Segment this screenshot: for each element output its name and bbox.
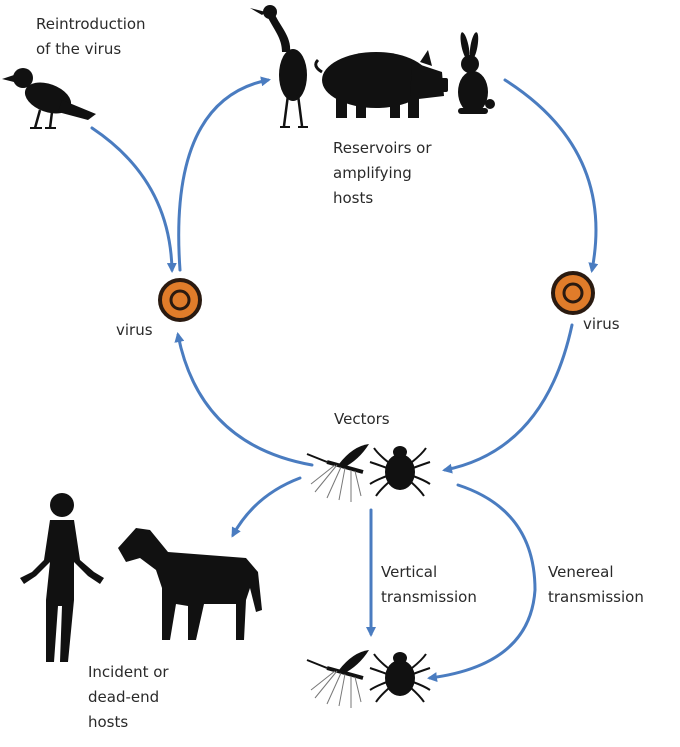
label-reintroduction: Reintroduction of the virus (36, 12, 146, 62)
label-vertical: Vertical transmission (381, 560, 477, 610)
heron-icon (250, 5, 308, 128)
label-virus-left: virus (116, 318, 153, 343)
mosquito-icon (306, 650, 369, 708)
label-vectors: Vectors (334, 407, 390, 432)
label-incident-line2: dead-end (88, 688, 160, 706)
tick-icon (369, 446, 431, 497)
label-vectors-text: Vectors (334, 410, 390, 428)
label-venereal-line1: Venereal (548, 563, 614, 581)
label-virus-right: virus (583, 312, 620, 337)
label-reservoirs-line3: hosts (333, 189, 374, 207)
label-vertical-line1: Vertical (381, 563, 438, 581)
tick-icon (369, 652, 431, 703)
virus-icon (158, 278, 202, 322)
arrow-vectors-to-dead-end-hosts (231, 476, 302, 538)
rabbit-icon (458, 32, 495, 114)
arrow-vectors-to-virus-left (174, 332, 314, 467)
arrow-virus-to-reservoirs (177, 76, 271, 272)
label-reintroduction-line1: Reintroduction (36, 15, 146, 33)
horse-icon (118, 528, 262, 640)
label-incident-line3: hosts (88, 713, 129, 731)
pig-icon (314, 50, 448, 118)
label-reservoirs: Reservoirs or amplifying hosts (333, 136, 432, 211)
label-reintroduction-line2: of the virus (36, 40, 122, 58)
label-venereal: Venereal transmission (548, 560, 644, 610)
crow-icon (2, 68, 96, 129)
label-reservoirs-line2: amplifying (333, 164, 412, 182)
label-virus-right-text: virus (583, 315, 620, 333)
label-vertical-line2: transmission (381, 588, 477, 606)
label-venereal-line2: transmission (548, 588, 644, 606)
arrow-crow-to-virus (90, 126, 177, 273)
label-incident-line1: Incident or (88, 663, 169, 681)
mosquito-icon (306, 444, 369, 502)
label-reservoirs-line1: Reservoirs or (333, 139, 432, 157)
arrow-virus-right-to-vectors (442, 323, 574, 474)
label-virus-left-text: virus (116, 321, 153, 339)
arrow-reservoirs-to-virus-right (503, 78, 599, 273)
arrow-venereal-transmission (427, 483, 537, 683)
label-incident: Incident or dead-end hosts (88, 660, 169, 735)
human-icon (20, 493, 104, 662)
virus-icon (551, 271, 595, 315)
